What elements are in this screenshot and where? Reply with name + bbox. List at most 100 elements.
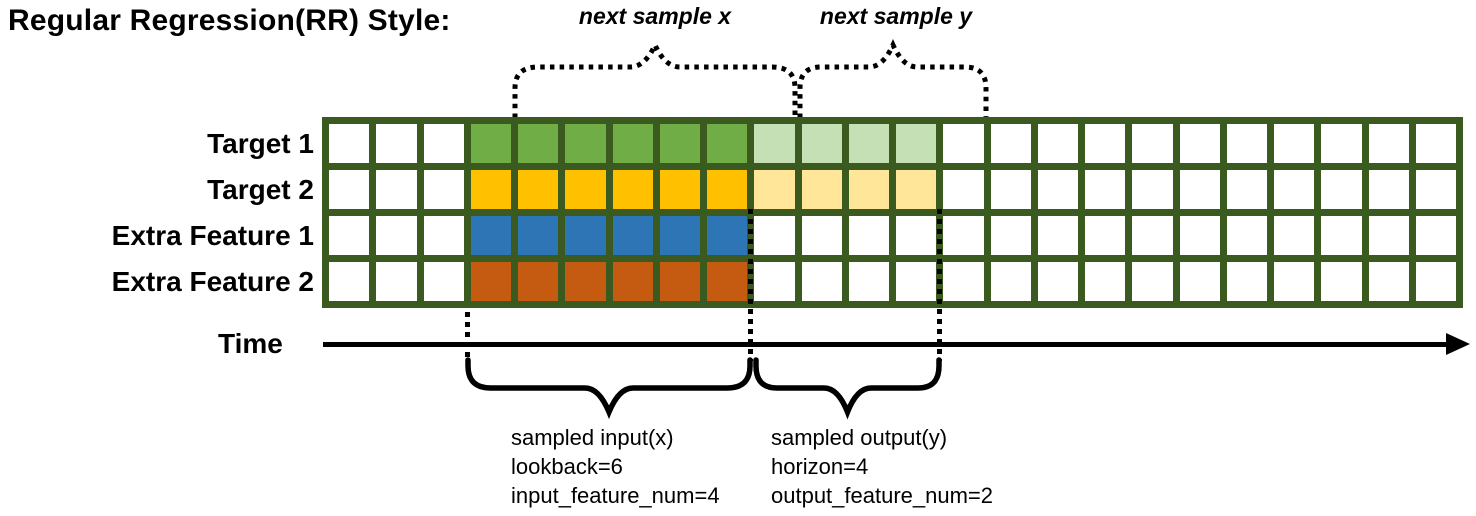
grid-cell [801,170,842,209]
grid-cell [1179,216,1220,255]
grid-cell [896,170,937,209]
grid-cell [754,124,795,163]
grid-cell [423,124,464,163]
grid-cell [1368,124,1409,163]
grid-cell [801,262,842,301]
grid-cell [470,216,511,255]
grid-cell [943,170,984,209]
grid-cell [801,216,842,255]
lookback-line: lookback=6 [511,454,623,479]
grid-cell [1274,124,1315,163]
grid-cell [1226,124,1267,163]
grid-cell [423,170,464,209]
next-sample-x-label: next sample x [578,3,732,29]
grid-cell [329,262,370,301]
grid-cell [423,216,464,255]
grid-cell [1226,262,1267,301]
grid-cell [518,124,559,163]
grid-cell [518,170,559,209]
grid-cell [943,216,984,255]
grid-cell [1179,124,1220,163]
grid-cell [470,170,511,209]
grid-cell [1085,170,1126,209]
grid-cell [848,262,889,301]
row-label-target-1: Target 1 [207,128,314,159]
sample-grid [322,117,1463,308]
sampled-input-annotation: sampled input(x) lookback=6 input_featur… [511,423,720,510]
grid-cell [707,170,748,209]
grid-cell [1085,262,1126,301]
grid-cell [329,170,370,209]
grid-cell [707,216,748,255]
grid-cell [612,170,653,209]
grid-cell [376,170,417,209]
sampled-output-annotation: sampled output(y) horizon=4 output_featu… [771,423,993,510]
grid-cell [376,124,417,163]
grid-cell [659,262,700,301]
grid-cell [848,216,889,255]
grid-cell [1037,124,1078,163]
grid-cell [990,170,1031,209]
grid-cell [896,124,937,163]
grid-cell [423,262,464,301]
grid-cell [801,124,842,163]
grid-cell [1132,170,1173,209]
grid-cell [659,124,700,163]
grid-cell [1132,124,1173,163]
grid-cell [329,124,370,163]
grid-cell [1274,170,1315,209]
sampled-output-line: sampled output(y) [771,425,948,450]
horizon-line: horizon=4 [771,454,869,479]
sampled-output-brace [753,357,942,420]
grid-cell [1274,262,1315,301]
grid-cell [612,216,653,255]
grid-cell [518,216,559,255]
grid-cell [1368,170,1409,209]
grid-cell [707,124,748,163]
grid-cell [1132,216,1173,255]
sampled-input-brace [465,357,753,420]
row-label-target-2: Target 2 [207,174,314,205]
sampled-input-line: sampled input(x) [511,425,674,450]
grid-cell [376,262,417,301]
lookback-start-dotted-line [465,312,470,361]
grid-cell [470,124,511,163]
lookback-end-dotted-line [748,209,753,361]
grid-cell [1085,216,1126,255]
grid-cell [565,216,606,255]
grid-cell [1037,216,1078,255]
grid-cell [565,170,606,209]
grid-cell [754,262,795,301]
grid-cell [896,262,937,301]
time-axis-line [323,342,1451,347]
next-sample-y-brace [797,38,989,118]
grid-cell [612,262,653,301]
grid-cell [1321,216,1362,255]
grid-cell [1368,262,1409,301]
grid-cell [1037,262,1078,301]
grid-cell [943,124,984,163]
next-sample-y-label: next sample y [819,3,973,29]
grid-cell [1415,262,1456,301]
time-axis-label: Time [218,328,283,359]
next-sample-x-brace [512,38,798,118]
grid-cell [707,262,748,301]
grid-cell [1274,216,1315,255]
grid-cell [1037,170,1078,209]
grid-cell [1321,262,1362,301]
row-label-extra-feature-1: Extra Feature 1 [111,220,314,251]
grid-cell [848,124,889,163]
grid-cell [1368,216,1409,255]
grid-cell [1179,262,1220,301]
grid-cell [565,262,606,301]
grid-cell [990,216,1031,255]
grid-cell [329,216,370,255]
grid-cell [1415,124,1456,163]
input-feature-num-line: input_feature_num=4 [511,483,720,508]
grid-cell [612,124,653,163]
grid-cell [990,124,1031,163]
grid-cell [659,170,700,209]
row-label-extra-feature-2: Extra Feature 2 [111,266,314,297]
grid-cell [659,216,700,255]
